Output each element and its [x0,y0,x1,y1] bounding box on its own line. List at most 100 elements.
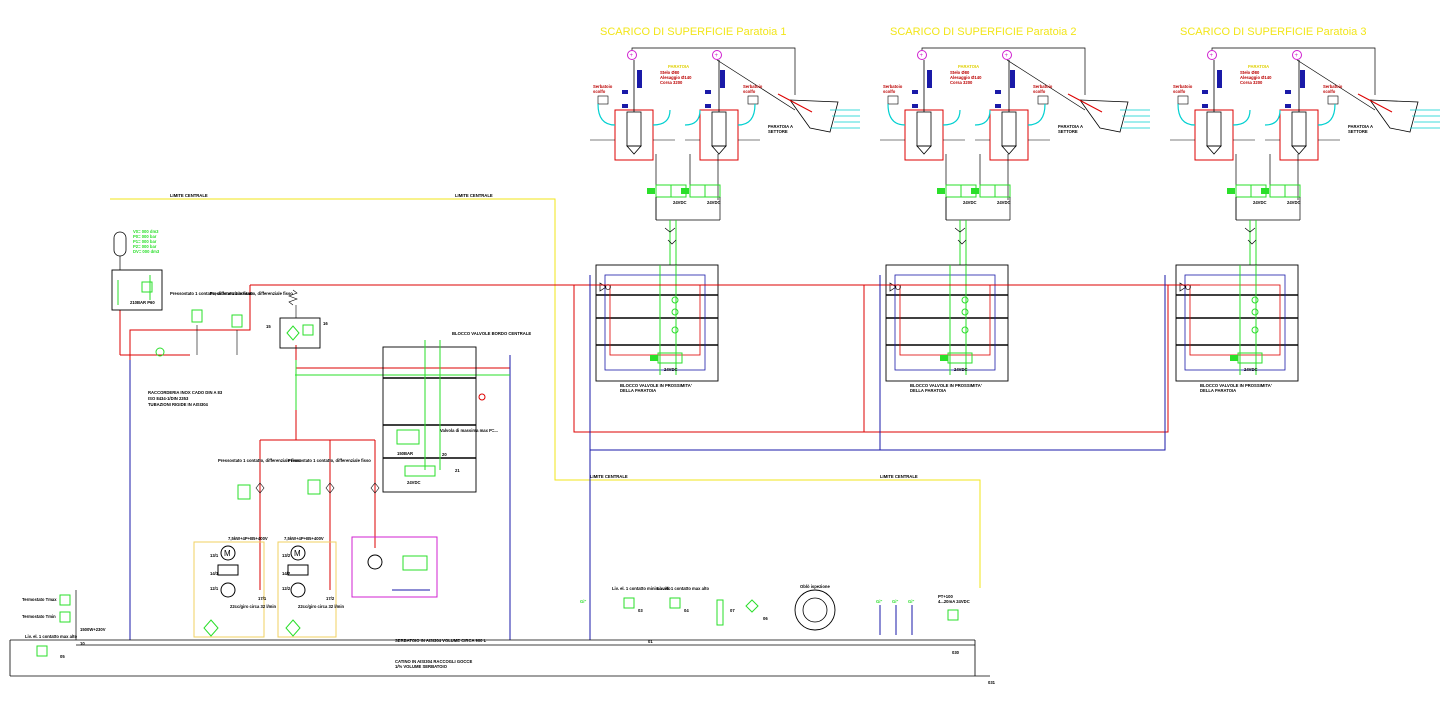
motor-pump-2: 7,5kW+4P+B5+400V M 13/2 14/2 12/2 17/2 2… [277,536,345,638]
svg-text:Gi": Gi" [908,599,914,604]
svg-text:Stelo Ø80: Stelo Ø80 [660,70,680,75]
svg-text:24VDC: 24VDC [664,367,678,372]
svg-text:Pressostato 1 contatto, differ: Pressostato 1 contatto, differenziale fi… [170,291,253,296]
svg-text:13/2: 13/2 [282,553,291,558]
svg-text:Liv. el. 1 contatto max alto: Liv. el. 1 contatto max alto [25,634,77,639]
svg-text:scolfo: scolfo [593,89,606,94]
svg-text:03: 03 [638,608,643,613]
accumulator: V0= 000 dm3 P0= 000 bar P1= 000 bar P2= … [111,229,165,357]
svg-text:150BAR: 150BAR [397,451,413,456]
svg-text:Serbatoio: Serbatoio [593,84,613,89]
svg-text:Termostato Tmax: Termostato Tmax [22,597,57,602]
svg-text:17/2: 17/2 [326,596,335,601]
svg-text:06: 06 [763,616,768,621]
inspection-window: Oblò ispezione [794,584,836,631]
pressure-switch-motor: Pressostato 1 contatto, differenziale fi… [218,458,380,500]
limit-label: LIMITE CENTRALE [170,193,208,198]
svg-text:16: 16 [323,321,328,326]
svg-text:Gi": Gi" [892,599,898,604]
svg-text:PARATOIA: PARATOIA [668,64,689,69]
central-valve-block: BLOCCO VALVOLE BORDO CENTRALE Valvola di… [382,331,531,493]
svg-text:10: 10 [80,641,85,646]
note: RACCORDERIA INOX CADO DIN A 83 [148,390,223,395]
svg-text:P2= 000 bar: P2= 000 bar [133,244,157,249]
svg-text:M: M [294,549,301,558]
svg-text:+: + [630,53,634,59]
svg-text:PT+100: PT+100 [938,594,953,599]
svg-text:Liv. el. 1 contatto max alto: Liv. el. 1 contatto max alto [657,586,709,591]
svg-text:12/1: 12/1 [210,586,219,591]
gate-unit-3 [1169,25,1441,394]
svg-text:12/2: 12/2 [282,586,291,591]
svg-text:Pressostato 1 contatto, differ: Pressostato 1 contatto, differenziale fi… [218,458,301,463]
svg-text:Valvola di massima max P=...: Valvola di massima max P=... [440,428,498,433]
svg-text:DV= 000 dm3: DV= 000 dm3 [133,249,160,254]
svg-text:14/2: 14/2 [282,571,291,576]
svg-text:DELLA PARATOIA: DELLA PARATOIA [620,388,656,393]
gate-unit-2 [879,25,1151,394]
level-switch-max: Liv. el. 1 contatto max alto 04 [657,586,709,613]
gate-title-3: SCARICO DI SUPERFICIE Paratoia 3 [1180,26,1366,38]
svg-text:P0= 000 bar: P0= 000 bar [133,234,157,239]
thermostats: Termostato Tmax Termostato Tmin 1500W+23… [22,590,106,646]
note: ISO 8434-1/DIN 2353 [148,396,189,401]
svg-text:V0= 000 dm3: V0= 000 dm3 [133,229,159,234]
tray-note: 1/% VOLUME SERBATOIO [395,664,448,669]
svg-text:P1= 000 bar: P1= 000 bar [133,239,157,244]
svg-text:BLOCCO VALVOLE IN PROSSIMITA': BLOCCO VALVOLE IN PROSSIMITA' [620,383,692,388]
svg-text:Liv. el. 1 contatto minimo alt: Liv. el. 1 contatto minimo alto [612,586,671,591]
limit-label: LIMITE CENTRALE [590,474,628,479]
svg-text:Gi": Gi" [580,599,586,604]
tank-note: SERBATOIO IN AISI304 VOLUME CIRCA 900 L [395,638,487,643]
svg-text:24VDC: 24VDC [407,480,421,485]
gate-title: SCARICO DI SUPERFICIE Paratoia 1 [600,26,786,38]
tray-note: CATINO IN AISI304 RACCOGLI GOCCE [395,659,472,664]
svg-text:Pressostato 1 contatto, differ: Pressostato 1 contatto, differenziale fi… [210,291,293,296]
svg-text:7,5kW+4P+B5+400V: 7,5kW+4P+B5+400V [284,536,324,541]
svg-text:1500W+230V: 1500W+230V [80,627,106,632]
svg-text:14/1: 14/1 [210,571,219,576]
svg-text:031: 031 [988,680,996,685]
motor-pump-1: 7,5kW+4P+B5+400V M 13/1 14/1 12/1 17/1 2… [193,536,277,638]
filter: 15 16 [266,289,328,349]
svg-text:Termostato Tmin: Termostato Tmin [22,614,56,619]
gate-title-2: SCARICO DI SUPERFICIE Paratoia 2 [890,26,1076,38]
svg-text:scolfo: scolfo [743,89,756,94]
limit-label: LIMITE CENTRALE [880,474,918,479]
limit-label: LIMITE CENTRALE [455,193,493,198]
svg-text:SETTORE: SETTORE [768,129,788,134]
svg-text:05: 05 [60,654,65,659]
hand-pump-box [351,536,438,598]
svg-text:15: 15 [266,324,271,329]
svg-text:24VDC: 24VDC [707,200,721,205]
svg-text:21: 21 [455,468,460,473]
svg-text:M: M [224,549,231,558]
level-switch-min: Liv. el. 1 contatto minimo alto 03 01 [612,586,671,644]
svg-text:07: 07 [730,608,735,613]
svg-text:24VDC: 24VDC [673,200,687,205]
svg-text:+: + [715,53,719,59]
svg-text:22cc/giro circa 32 l/min: 22cc/giro circa 32 l/min [298,604,345,609]
svg-text:210BAR P60: 210BAR P60 [130,300,155,305]
svg-text:17/1: 17/1 [258,596,267,601]
svg-text:Gi": Gi" [876,599,882,604]
svg-text:030: 030 [952,650,960,655]
level-switch: Liv. el. 1 contatto max alto 05 [25,634,77,659]
level-gauge [716,599,724,626]
svg-text:Serbatoio: Serbatoio [743,84,763,89]
svg-text:7,5kW+4P+B5+400V: 7,5kW+4P+B5+400V [228,536,268,541]
note: TUBAZIONI RIGIDE IN AISI304 [148,402,209,407]
svg-text:01: 01 [648,639,653,644]
svg-text:04: 04 [684,608,689,613]
svg-text:4...20mA 24VDC: 4...20mA 24VDC [938,599,970,604]
svg-text:20: 20 [442,452,447,457]
svg-text:BLOCCO VALVOLE BORDO CENTRALE: BLOCCO VALVOLE BORDO CENTRALE [452,331,531,336]
temp-sensor: PT+100 4...20mA 24VDC 030 031 [938,594,996,685]
svg-text:Pressostato 1 contatto, differ: Pressostato 1 contatto, differenziale fi… [288,458,371,463]
svg-text:13/1: 13/1 [210,553,219,558]
svg-text:Alesaggio Ø140: Alesaggio Ø140 [660,75,692,80]
gate-unit: SCARICO DI SUPERFICIE Paratoia 1 + + PAR… [590,26,860,393]
svg-text:Corsa 3200: Corsa 3200 [660,80,683,85]
svg-text:PARATOIA A: PARATOIA A [768,124,793,129]
